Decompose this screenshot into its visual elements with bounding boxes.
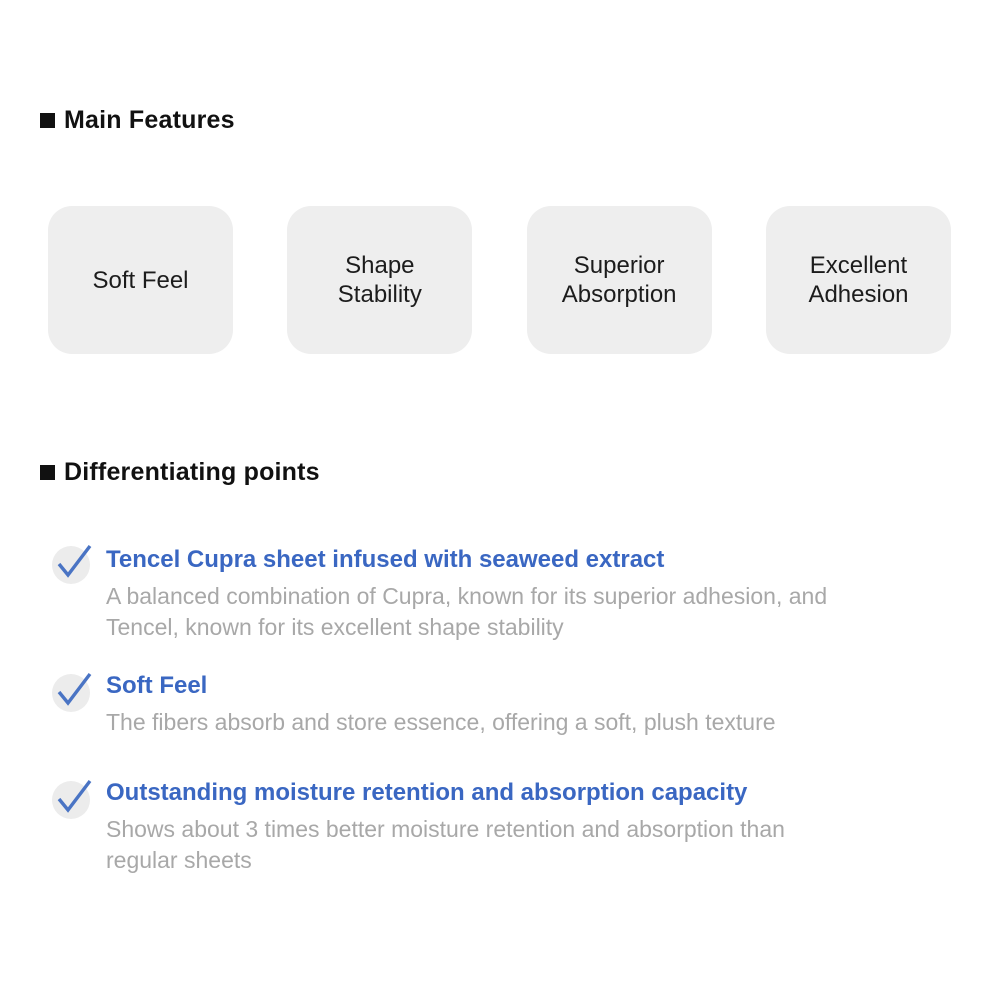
feature-box-label: Superior [573, 252, 665, 279]
description-line: Tencel, known for its excellent shape st… [106, 614, 564, 640]
feature-box-superior-absorption: Superior Absorption [526, 206, 712, 354]
description-line: regular sheets [106, 847, 252, 873]
point-item-title: Soft Feel [106, 672, 208, 699]
feature-box-label: Stability [337, 281, 422, 308]
differentiating-points-title: Differentiating points [64, 458, 320, 486]
check-icon [52, 544, 92, 584]
feature-box-label: Shape [345, 252, 415, 279]
main-features-heading: Main Features [40, 105, 235, 135]
description-line: A balanced combination of Cupra, known f… [106, 583, 828, 609]
point-item-description: A balanced combination of Cupra, known f… [106, 581, 827, 643]
point-item-title: Outstanding moisture retention and absor… [106, 779, 748, 806]
feature-box-excellent-adhesion: Excellent Adhesion [765, 206, 951, 354]
main-features-title: Main Features [64, 106, 235, 134]
check-icon [52, 779, 92, 819]
point-item-content: Outstanding moisture retention and absor… [106, 779, 785, 876]
point-item-title: Tencel Cupra sheet infused with seaweed … [106, 546, 665, 573]
point-item-description: Shows about 3 times better moisture rete… [106, 814, 785, 876]
feature-box-label: Excellent [809, 252, 908, 279]
feature-box-shape-stability: Shape Stability [287, 206, 473, 354]
point-item-moisture-retention: Outstanding moisture retention and absor… [52, 779, 785, 876]
check-icon [52, 672, 92, 712]
differentiating-points-heading: Differentiating points [40, 457, 320, 487]
feature-box-soft-feel: Soft Feel [48, 206, 233, 354]
square-bullet-icon [40, 112, 55, 128]
square-bullet-icon [40, 464, 55, 480]
feature-box-label: Adhesion [808, 281, 909, 308]
point-item-description: The fibers absorb and store essence, off… [106, 707, 776, 738]
feature-box-label: Absorption [561, 281, 677, 308]
point-item-content: Tencel Cupra sheet infused with seaweed … [106, 546, 827, 643]
description-line: Shows about 3 times better moisture rete… [106, 816, 785, 842]
point-item-tencel-cupra: Tencel Cupra sheet infused with seaweed … [52, 544, 827, 643]
description-line: The fibers absorb and store essence, off… [106, 709, 776, 735]
point-item-soft-feel: Soft Feel The fibers absorb and store es… [52, 672, 776, 738]
point-item-content: Soft Feel The fibers absorb and store es… [106, 672, 776, 738]
feature-box-row: Soft Feel Shape Stability Superior Absor… [48, 206, 951, 354]
feature-box-label: Soft Feel [92, 266, 189, 294]
